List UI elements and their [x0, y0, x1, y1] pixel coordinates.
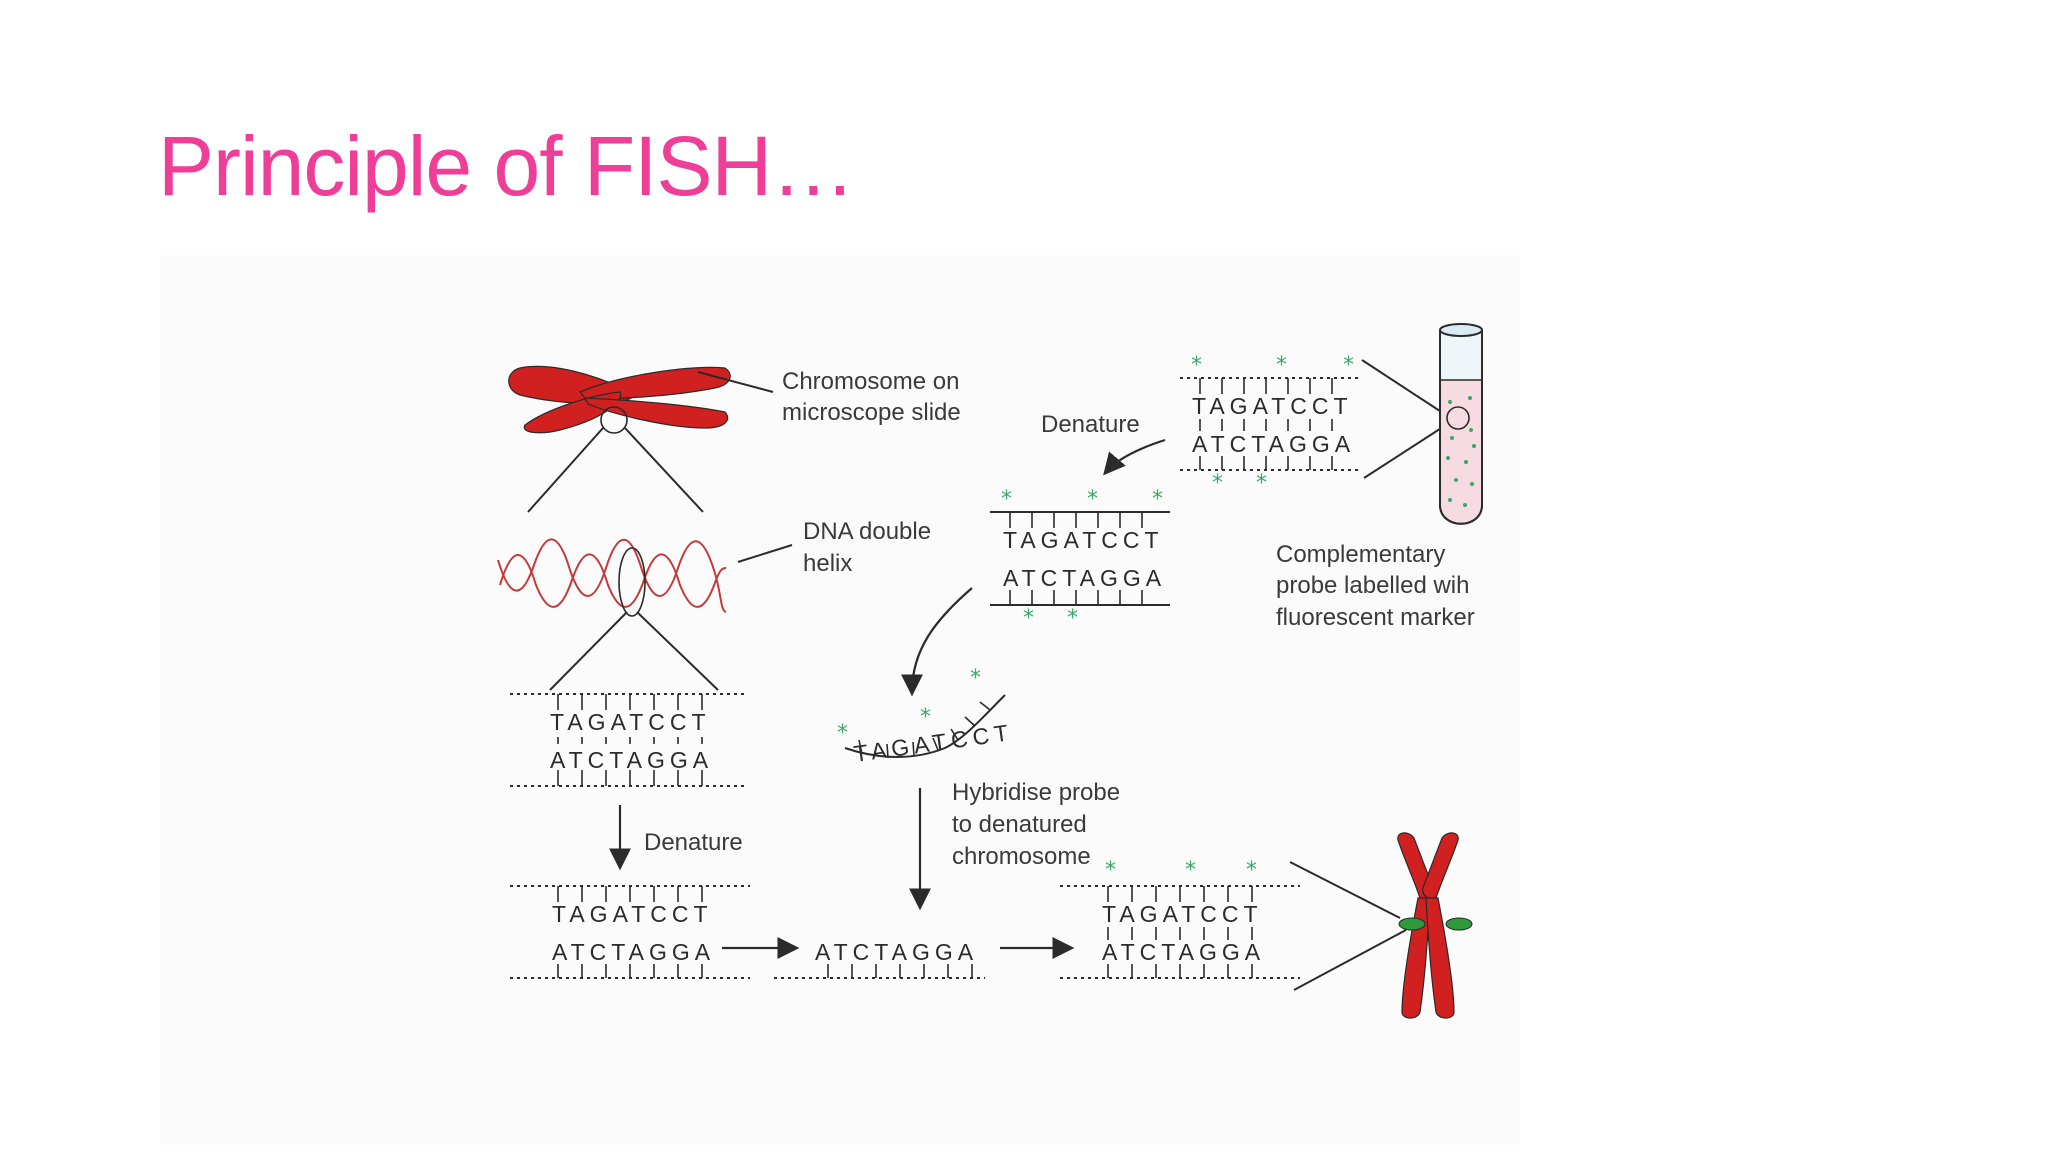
fluorescent-marker-icon: *	[1246, 858, 1257, 883]
helix-label-line1: DNA double	[803, 518, 931, 545]
arrow-to-single-probe	[901, 587, 973, 697]
denatured-top-seq: TAGATCCT	[552, 901, 713, 927]
fluorescent-marker-icon: *	[970, 666, 981, 691]
fluorescent-marker-icon: *	[1276, 353, 1287, 378]
hybridise-label-line3: chromosome	[952, 843, 1091, 870]
tube-leader-line-bottom	[1363, 424, 1447, 479]
fluorescent-marker-icon: *	[1001, 487, 1012, 512]
denature-arrow-top	[1103, 438, 1166, 476]
chromosome-on-slide	[508, 365, 731, 513]
denatured-probe-duplex	[990, 511, 1170, 606]
probe-top-seq: TAGATCCT	[1192, 393, 1353, 419]
helix-label-line2: helix	[803, 550, 852, 577]
test-tube-icon	[1439, 323, 1483, 525]
fluorescent-marker-icon: *	[837, 721, 848, 746]
probe-duplex	[1180, 377, 1360, 471]
fluorescent-marker-icon: *	[1212, 471, 1223, 496]
chromosome-label-line2: microscope slide	[782, 399, 961, 426]
fluorescent-marker-icon: *	[1185, 858, 1196, 883]
dna-double-helix	[497, 538, 727, 691]
dsdna-before-denature	[510, 693, 748, 787]
chromosome-label-line1: Chromosome on	[782, 368, 959, 395]
dsdna-top-strand-seq: TAGATCCT	[550, 709, 711, 735]
denatured-probe-top-seq: TAGATCCT	[1003, 527, 1164, 553]
denatured-probe-bottom-seq: ATCTAGGA	[1003, 565, 1166, 591]
denature-left-label: Denature	[644, 829, 743, 856]
denatured-bottom-seq: ATCTAGGA	[552, 939, 715, 965]
fluorescent-marker-icon: *	[1152, 487, 1163, 512]
hybridised-duplex	[1060, 885, 1300, 979]
fluorescent-marker-icon: *	[1105, 858, 1116, 883]
figure-panel	[160, 255, 1520, 1145]
hybrid-probe-seq: TAGATCCT	[1102, 901, 1263, 927]
denature-top-label: Denature	[1041, 411, 1140, 438]
fluorescent-marker-icon: *	[1023, 606, 1034, 631]
chromosome-leader-line	[697, 371, 774, 393]
fluorescent-marker-icon: *	[1343, 353, 1354, 378]
hybridise-label-line1: Hybridise probe	[952, 779, 1120, 806]
hybrid-leader-line-top	[1289, 861, 1401, 919]
fluorescent-marker-icon: *	[1256, 471, 1267, 496]
probe-label-line1: Complementary	[1276, 541, 1445, 568]
hybrid-leader-line-bottom	[1293, 929, 1407, 991]
slide-title: Principle of FISH…	[158, 119, 855, 213]
target-strand-seq: ATCTAGGA	[815, 939, 978, 965]
probe-bottom-seq: ATCTAGGA	[1192, 431, 1355, 457]
probe-label-line2: probe labelled wih	[1276, 572, 1469, 599]
tube-leader-line-top	[1361, 359, 1447, 416]
single-probe-seq-first: TAGATCCT	[852, 719, 1015, 767]
fluorescent-marker-icon: *	[1067, 606, 1078, 631]
helix-leader-line	[737, 544, 793, 563]
hybridise-label-line2: to denatured	[952, 811, 1087, 838]
fluorescent-marker-icon: *	[1087, 487, 1098, 512]
denatured-chromosome-strands	[510, 885, 750, 979]
dsdna-bottom-strand-seq: ATCTAGGA	[550, 747, 713, 773]
fluorescent-marker-icon: *	[1191, 353, 1202, 378]
hybrid-target-seq: ATCTAGGA	[1102, 939, 1265, 965]
target-strand	[774, 964, 985, 979]
fluorescent-marker-icon: *	[920, 705, 931, 730]
probe-label-line3: fluorescent marker	[1276, 604, 1475, 631]
labelled-chromosome	[1397, 832, 1473, 1019]
single-strand-probe	[844, 694, 1006, 759]
